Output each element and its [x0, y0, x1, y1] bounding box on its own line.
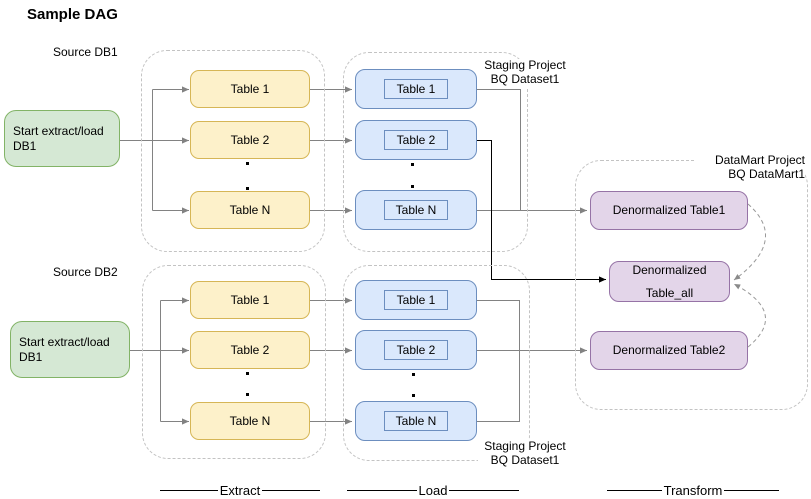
- stage-extract: Extract: [160, 482, 320, 498]
- denormalized-table-all-node: Denormalized Table_all: [609, 261, 730, 302]
- table-all-line1: Denormalized: [632, 262, 707, 277]
- extract-top-table-n: Table N: [190, 191, 310, 229]
- ellipsis-dot: [411, 185, 414, 188]
- load-top-table-n: Table N: [355, 190, 477, 230]
- datamart-project-label: DataMart Project BQ DataMart1: [695, 153, 805, 182]
- denormalized-table1-node: Denormalized Table1: [590, 191, 748, 230]
- load-group-bottom-container: [343, 265, 530, 461]
- ellipsis-dot: [246, 393, 249, 396]
- extract-bottom-table-n: Table N: [190, 402, 310, 440]
- start-node-db2-line1: Start extract/load: [19, 335, 110, 350]
- stage-transform-label: Transform: [663, 482, 723, 498]
- page-title: Sample DAG: [27, 6, 118, 23]
- staging-bottom-line1: Staging Project: [484, 439, 566, 453]
- start-node-db1-line2: DB1: [13, 138, 37, 153]
- staging-project-label-top: Staging Project BQ Dataset1: [478, 58, 572, 87]
- start-node-db2-line2: DB1: [19, 349, 43, 364]
- load-bottom-table-1-label: Table 1: [384, 289, 448, 311]
- extract-bottom-table-2: Table 2: [190, 331, 310, 369]
- staging-bottom-line2: BQ Dataset1: [490, 452, 560, 467]
- start-node-db1: Start extract/load DB1: [4, 110, 120, 167]
- ellipsis-dot: [412, 373, 415, 376]
- ellipsis-dot: [411, 163, 414, 166]
- datamart-container: [575, 160, 808, 410]
- ellipsis-dot: [412, 394, 415, 397]
- extract-top-table-2: Table 2: [190, 121, 310, 159]
- load-bottom-table-2: Table 2: [355, 330, 477, 370]
- load-bottom-table-n-label: Table N: [384, 410, 448, 432]
- ellipsis-dot: [246, 372, 249, 375]
- load-top-table-2-label: Table 2: [384, 129, 448, 151]
- ellipsis-dot: [246, 162, 249, 165]
- datamart-label-line2: BQ DataMart1: [728, 166, 805, 181]
- load-top-table-2: Table 2: [355, 120, 477, 160]
- stage-rule-right: [724, 489, 779, 491]
- load-group-top-container: [343, 52, 528, 252]
- extract-top-table-1: Table 1: [190, 70, 310, 108]
- stage-rule-left: [347, 489, 417, 491]
- staging-project-label-bottom: Staging Project BQ Dataset1: [478, 439, 572, 468]
- datamart-label-line1: DataMart Project: [714, 153, 805, 167]
- stage-rule-left: [160, 489, 218, 491]
- stage-transform: Transform: [607, 482, 779, 498]
- stage-load-label: Load: [418, 482, 448, 498]
- source-db2-label: Source DB2: [53, 265, 118, 279]
- stage-rule-left: [607, 489, 662, 491]
- load-top-table-1: Table 1: [355, 69, 477, 109]
- stage-rule-right: [449, 489, 520, 491]
- load-top-table-n-label: Table N: [384, 199, 448, 221]
- load-bottom-table-1: Table 1: [355, 280, 477, 320]
- table-all-line2: Table_all: [645, 285, 694, 300]
- ellipsis-dot: [246, 187, 249, 190]
- extract-bottom-table-1: Table 1: [190, 281, 310, 319]
- load-bottom-table-2-label: Table 2: [384, 339, 448, 361]
- stage-extract-label: Extract: [219, 482, 261, 498]
- stage-rule-right: [262, 489, 320, 491]
- load-bottom-table-n: Table N: [355, 401, 477, 441]
- staging-top-line2: BQ Dataset1: [490, 71, 560, 86]
- stage-load: Load: [347, 482, 520, 498]
- start-node-db1-line1: Start extract/load: [13, 124, 104, 139]
- load-top-table-1-label: Table 1: [384, 78, 448, 100]
- extract-group-bottom-container: [142, 265, 326, 459]
- extract-group-top-container: [141, 50, 325, 252]
- source-db1-label: Source DB1: [53, 45, 118, 59]
- start-node-db2: Start extract/load DB1: [10, 321, 130, 378]
- denormalized-table2-node: Denormalized Table2: [590, 331, 748, 370]
- staging-top-line1: Staging Project: [484, 58, 566, 72]
